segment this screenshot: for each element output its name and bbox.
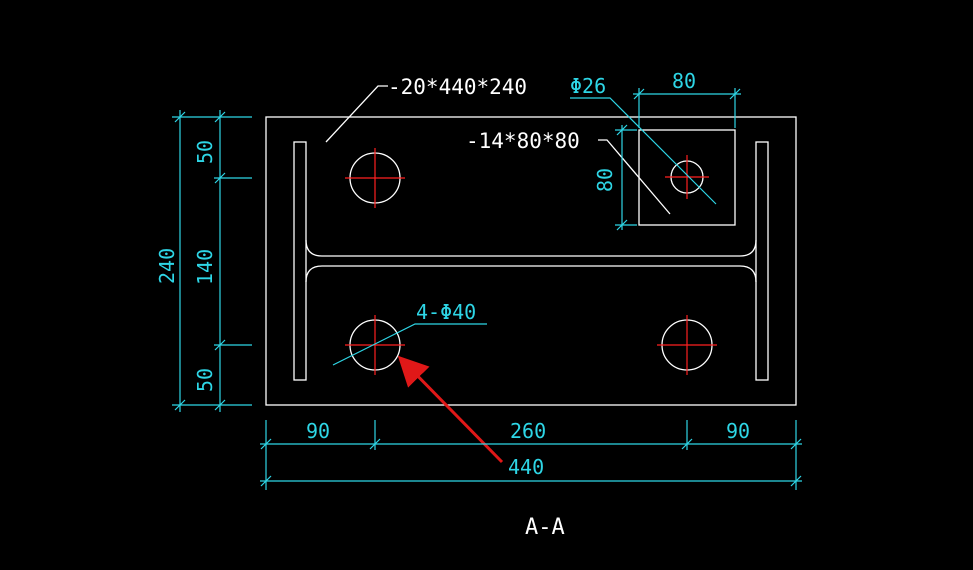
dim-top-80 bbox=[633, 88, 741, 128]
base-plate-outline bbox=[265, 116, 797, 406]
small-hole bbox=[665, 155, 709, 199]
dim-left-50-bottom-text: 50 bbox=[193, 368, 217, 392]
web-top-edge bbox=[305, 239, 757, 257]
dim-left-chain bbox=[172, 110, 252, 412]
small-plate-label-leader bbox=[598, 139, 671, 215]
plate-label: -20*440*240 bbox=[388, 75, 527, 99]
dim-left-50-top-text: 50 bbox=[193, 140, 217, 164]
dim-bottom-90-left-text: 90 bbox=[306, 419, 330, 443]
dim-bottom-260-text: 260 bbox=[510, 419, 546, 443]
small-plate-label: -14*80*80 bbox=[466, 129, 580, 153]
small-hole-dim-leader bbox=[570, 97, 717, 205]
dim-bottom-440-text: 440 bbox=[508, 455, 544, 479]
bolt-hole-top-left bbox=[345, 148, 405, 208]
dim-left-140-text: 140 bbox=[193, 249, 217, 285]
pointer-arrow bbox=[397, 355, 504, 464]
left-flange bbox=[293, 141, 307, 381]
dim-top-80-text: 80 bbox=[672, 69, 696, 93]
bolt-hole-bottom-left bbox=[345, 315, 405, 375]
web-bottom-edge bbox=[305, 265, 757, 283]
right-flange bbox=[755, 141, 769, 381]
bolt-holes-dim-leader bbox=[332, 323, 487, 366]
dim-bottom-chain bbox=[260, 420, 802, 490]
dim-bottom-90-right-text: 90 bbox=[726, 419, 750, 443]
dim-side-80 bbox=[615, 124, 637, 231]
plate-label-leader bbox=[325, 85, 388, 143]
view-title: A-A bbox=[525, 515, 565, 540]
bolt-hole-bottom-right bbox=[657, 315, 717, 375]
dim-side-80-text: 80 bbox=[593, 168, 617, 192]
bolt-holes-label: 4-Φ40 bbox=[416, 300, 476, 324]
small-hole-label: Φ26 bbox=[570, 74, 606, 98]
dim-left-240-text: 240 bbox=[155, 248, 179, 284]
